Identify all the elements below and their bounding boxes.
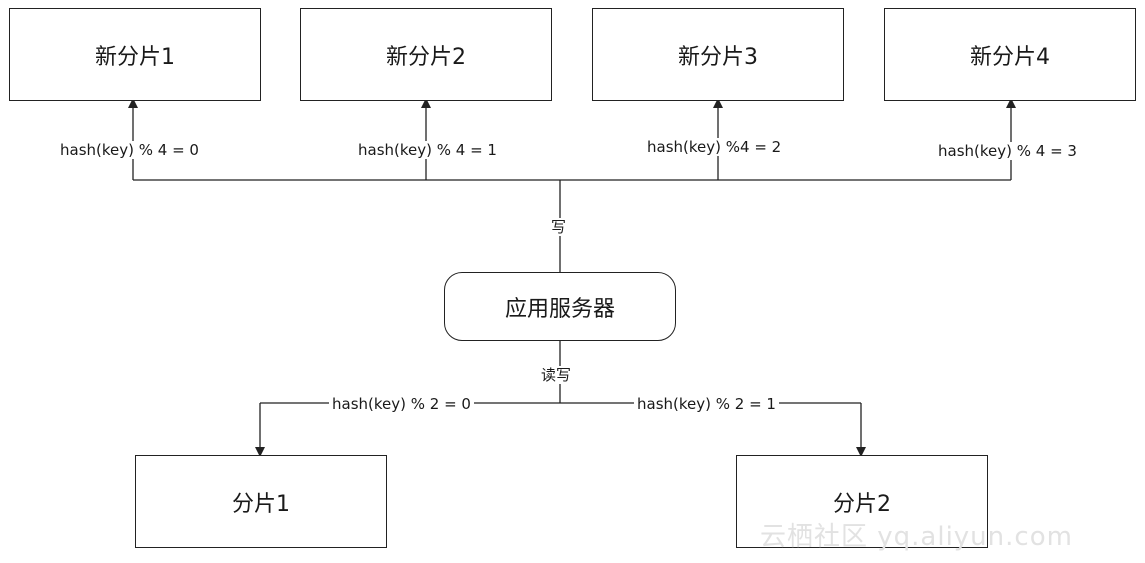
shard-2-box: 分片2 — [736, 455, 988, 548]
shard-2-rule: hash(key) % 2 = 1 — [634, 395, 779, 413]
app-server-label: 应用服务器 — [504, 296, 615, 322]
new-shard-3-rule: hash(key) %4 = 2 — [644, 138, 785, 156]
write-label: 写 — [548, 218, 570, 236]
new-shard-4-rule: hash(key) % 4 = 3 — [935, 142, 1080, 160]
new-shard-2-box: 新分片2 — [300, 8, 552, 101]
new-shard-1-box: 新分片1 — [9, 8, 261, 101]
shard-1-box: 分片1 — [135, 455, 387, 548]
watermark-text: 云栖社区 yq.aliyun.com — [760, 522, 1073, 552]
app-server-box: 应用服务器 — [444, 272, 676, 341]
shard-2-label: 分片2 — [833, 491, 891, 517]
new-shard-2-label: 新分片2 — [386, 44, 466, 70]
new-shard-4-label: 新分片4 — [970, 44, 1050, 70]
new-shard-2-rule: hash(key) % 4 = 1 — [355, 141, 500, 159]
new-shard-4-box: 新分片4 — [884, 8, 1136, 101]
shard-1-label: 分片1 — [232, 491, 290, 517]
new-shard-1-label: 新分片1 — [95, 44, 175, 70]
new-shard-3-label: 新分片3 — [678, 44, 758, 70]
new-shard-3-box: 新分片3 — [592, 8, 844, 101]
read-write-label: 读写 — [538, 366, 575, 384]
new-shard-1-rule: hash(key) % 4 = 0 — [57, 141, 202, 159]
shard-1-rule: hash(key) % 2 = 0 — [329, 395, 474, 413]
